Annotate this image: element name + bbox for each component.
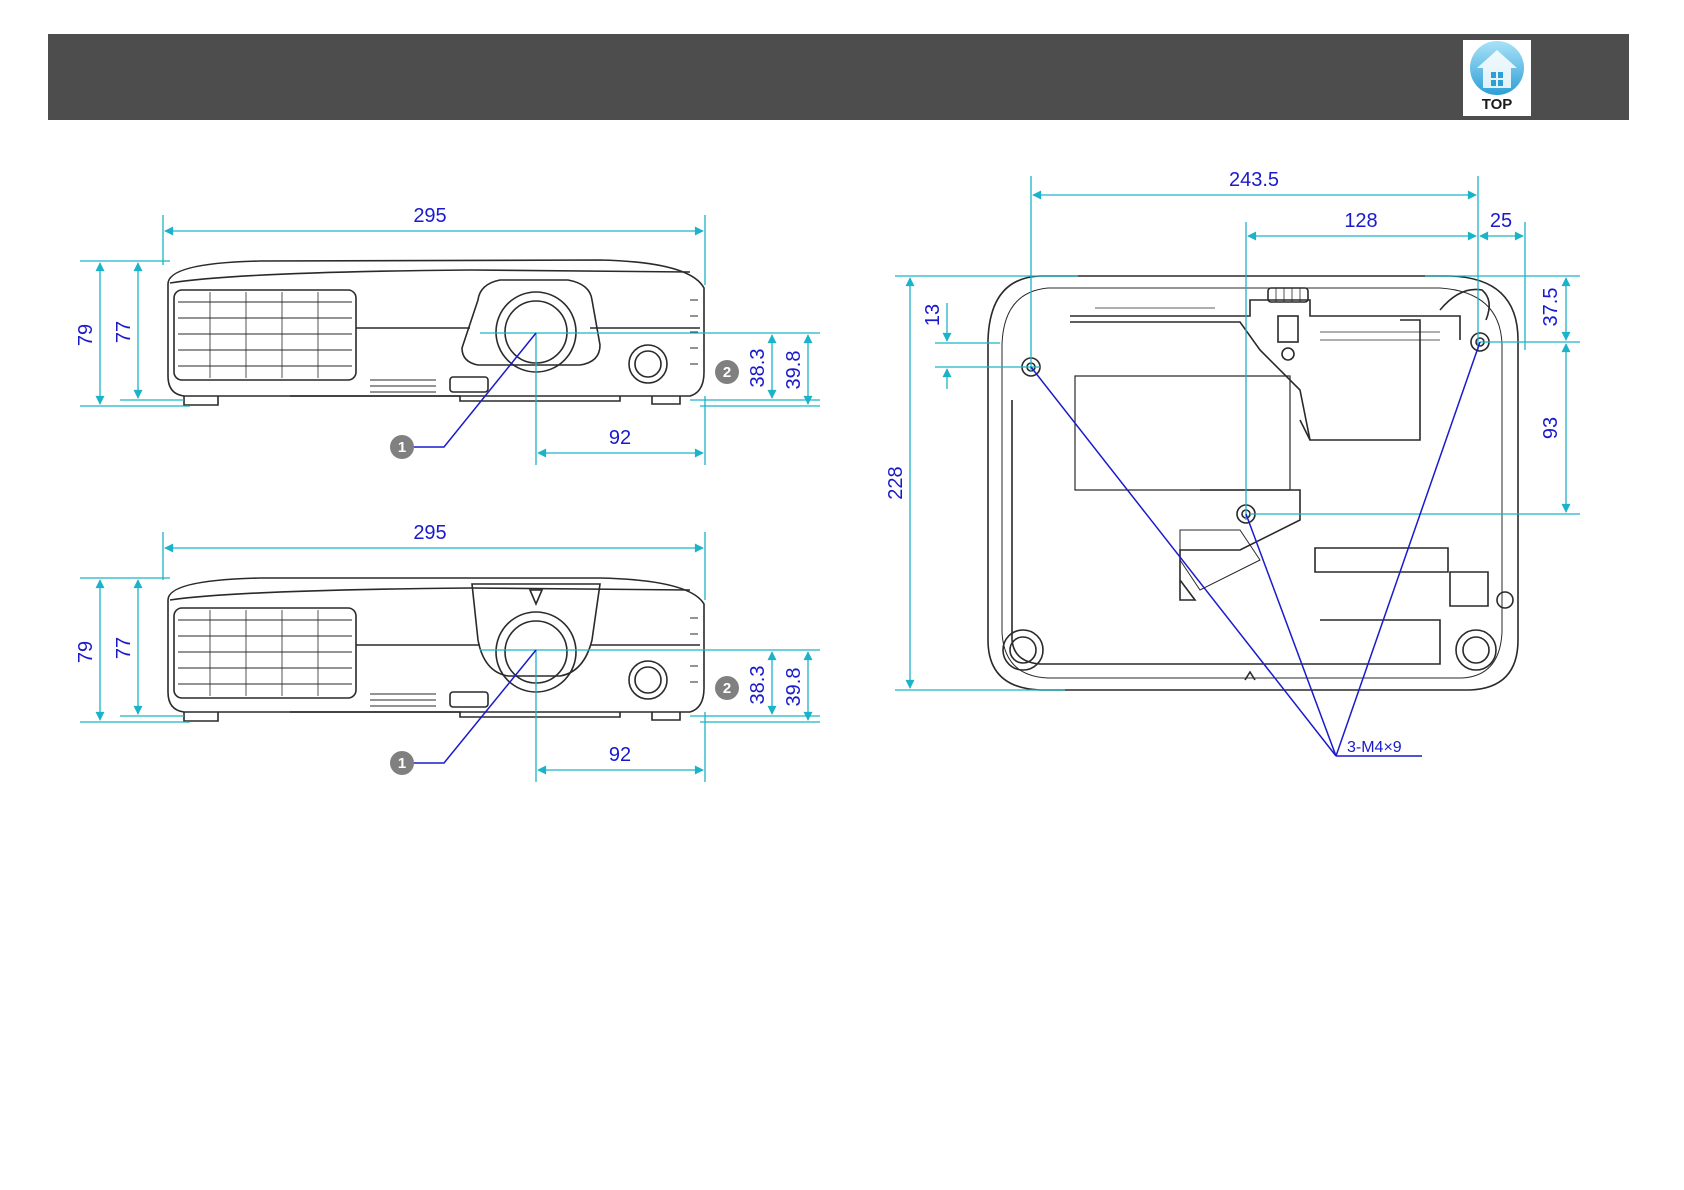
front-view-1: 1 2 295 79 77 38.3 39.8 92 bbox=[75, 205, 820, 465]
dim-height-body-2: 77 bbox=[113, 637, 135, 659]
dim-hole-offset: 13 bbox=[922, 304, 944, 326]
dim-height-total-2: 79 bbox=[75, 641, 97, 663]
callout-number-1: 1 bbox=[398, 439, 406, 456]
dimension-lines-front-2 bbox=[80, 532, 820, 782]
projector-bottom-outline bbox=[988, 276, 1518, 690]
callout-number-3: 1 bbox=[398, 755, 406, 772]
dim-hole-spacing: 93 bbox=[1540, 417, 1562, 439]
dim-top-hole-offset: 37.5 bbox=[1540, 288, 1562, 327]
dim-lens-height-2: 38.3 bbox=[747, 666, 769, 705]
dim-lens-height: 38.3 bbox=[747, 349, 769, 388]
front-view-2: 1 2 295 79 77 38.3 39.8 92 bbox=[75, 522, 820, 782]
dimension-lines-bottom bbox=[895, 176, 1580, 690]
dim-width: 295 bbox=[413, 205, 446, 227]
callout-number-4: 2 bbox=[723, 680, 731, 697]
dim-depth: 228 bbox=[885, 466, 907, 499]
screw-callout-leaders bbox=[1031, 342, 1480, 756]
dim-height-body: 77 bbox=[113, 321, 135, 343]
dim-lens-offset: 92 bbox=[609, 427, 631, 449]
dim-lens-offset-2: 92 bbox=[609, 744, 631, 766]
dim-lens-height-total-2: 39.8 bbox=[783, 668, 805, 707]
dim-height-total: 79 bbox=[75, 324, 97, 346]
dim-edge-offset: 25 bbox=[1490, 210, 1512, 232]
dim-center-offset: 128 bbox=[1344, 210, 1377, 232]
screw-label: 3-M4×9 bbox=[1347, 739, 1402, 756]
dim-lens-height-total: 39.8 bbox=[783, 351, 805, 390]
dimension-lines-front-1 bbox=[80, 215, 820, 465]
callout-leader-1 bbox=[410, 333, 536, 447]
callout-number-2: 2 bbox=[723, 364, 731, 381]
dim-width-2: 295 bbox=[413, 522, 446, 544]
dim-hole-span: 243.5 bbox=[1229, 169, 1279, 191]
bottom-view: 243.5 128 25 228 13 37.5 93 3-M4×9 bbox=[885, 169, 1580, 756]
